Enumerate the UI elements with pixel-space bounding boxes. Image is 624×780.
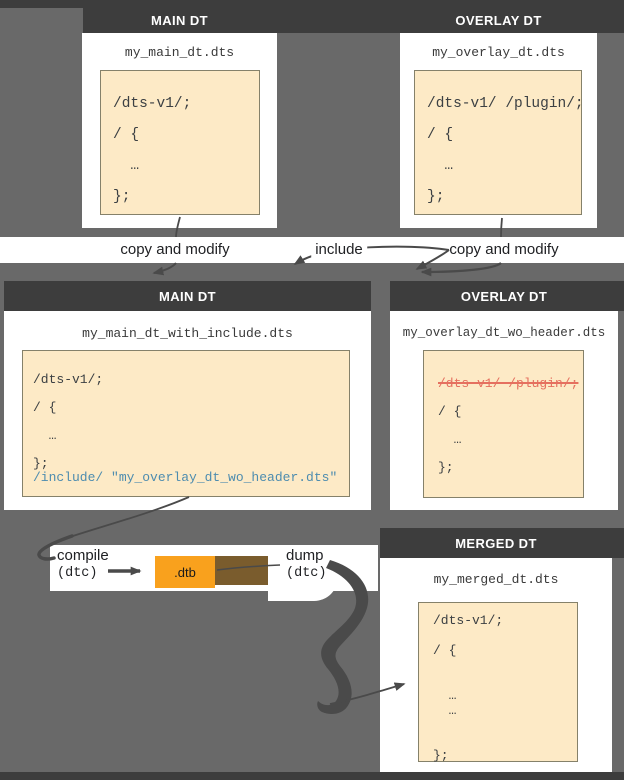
copy-and-modify-left-label: copy and modify <box>120 241 230 258</box>
mid-overlay-code: /dts-v1/ /plugin/;/ { …}; <box>423 350 584 498</box>
top-overlay-filename: my_overlay_dt.dts <box>432 45 565 60</box>
compile-label: compile (dtc) <box>57 547 109 583</box>
dtb-shadow <box>215 556 273 585</box>
copy-and-modify-right-label: copy and modify <box>449 241 559 258</box>
bottom-edge-strip <box>0 772 624 780</box>
dump-label-text: dump <box>286 547 324 564</box>
compile-label-text: compile <box>57 547 109 564</box>
top-overlay-header: OVERLAY DT <box>455 13 542 28</box>
dtb-chip: .dtb <box>155 556 215 588</box>
mid-overlay-header: OVERLAY DT <box>460 288 548 304</box>
compile-tool-text: (dtc) <box>57 566 98 581</box>
top-header-bar <box>83 8 624 33</box>
merged-filename: my_merged_dt.dts <box>433 572 559 587</box>
dump-tool-text: (dtc) <box>286 566 327 581</box>
mid-overlay-header-bar <box>390 281 624 311</box>
mid-main-filename: my_main_dt_with_include.dts <box>82 326 293 341</box>
top-edge-strip <box>0 0 624 8</box>
merged-header: MERGED DT <box>455 535 537 551</box>
copy-left-connector-arrow <box>152 262 177 276</box>
merged-header-bar <box>380 528 624 558</box>
copy-right-connector-arrow <box>420 262 502 277</box>
top-main-filename: my_main_dt.dts <box>124 45 235 60</box>
include-label: include <box>311 241 367 258</box>
mid-main-header: MAIN DT <box>4 281 371 311</box>
top-overlay-code: /dts-v1/ /plugin/;/ { …}; <box>414 70 584 215</box>
top-main-header: MAIN DT <box>151 13 208 28</box>
top-main-code: /dts-v1/;/ { …}; <box>100 70 260 215</box>
dump-label: dump (dtc) <box>286 547 327 583</box>
mid-main-code: /dts-v1/;/ { …};/include/ "my_overlay_dt… <box>22 350 350 497</box>
mid-overlay-filename: my_overlay_dt_wo_header.dts <box>402 326 606 340</box>
merged-code: /dts-v1/;/ { … …}; <box>418 602 578 763</box>
